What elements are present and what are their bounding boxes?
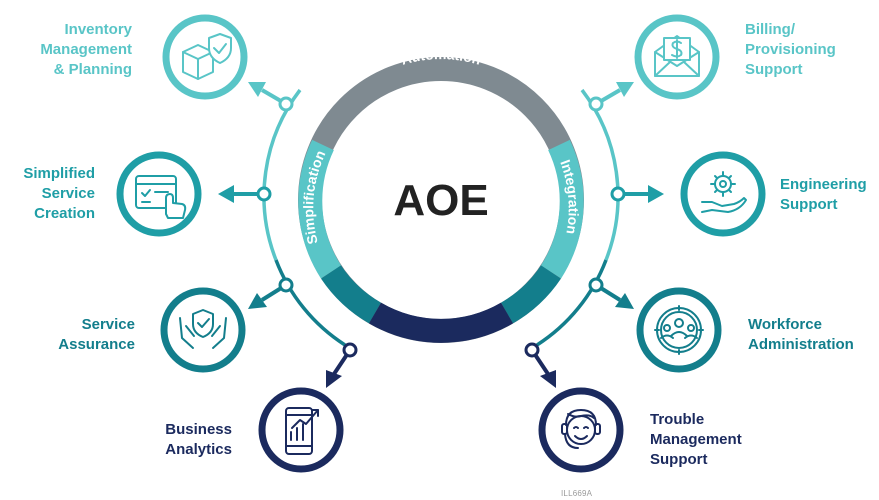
- ring-lower-left-segment: [321, 265, 382, 324]
- left-connector-arc-dark: [274, 259, 346, 347]
- center-title: AOE: [393, 176, 488, 225]
- right-connector-arc-light: [580, 88, 620, 261]
- ring: [298, 57, 584, 343]
- label-service-creation: Simplified Service Creation: [23, 165, 95, 222]
- node-dot-assurance: [278, 277, 294, 293]
- ring-simplification-segment: [298, 139, 342, 279]
- center-disc: [323, 82, 559, 318]
- node-dot-inventory: [278, 96, 294, 112]
- workforce-circle: [636, 287, 722, 373]
- illustration-code: ILL669A: [561, 489, 593, 498]
- node-dot-engineering: [610, 186, 626, 202]
- analytics-circle: [258, 387, 344, 473]
- arrowhead-inventory: [248, 82, 266, 97]
- label-billing: Billing/ Provisioning Support: [745, 21, 836, 78]
- assurance-circle: [160, 287, 246, 373]
- arrowhead-engineering: [648, 185, 664, 203]
- left-connector-arc-light: [262, 88, 302, 261]
- ring-lower-right-segment: [500, 265, 561, 324]
- arrowhead-billing: [616, 82, 634, 97]
- trouble-circle: [538, 387, 624, 473]
- inventory-circle: [162, 14, 248, 100]
- label-trouble: Trouble Management Support: [650, 411, 742, 468]
- node-dot-trouble: [524, 342, 540, 358]
- envelope-dollar-icon: [654, 35, 700, 77]
- node-dot-analytics: [342, 342, 358, 358]
- right-connector-arc-dark: [536, 259, 608, 347]
- node-dot-service-creation: [256, 186, 272, 202]
- label-analytics: Business Analytics: [165, 421, 232, 458]
- team-gear-icon: [654, 305, 704, 355]
- touch-screen-icon: [135, 175, 187, 219]
- hand-gear-icon: [701, 171, 747, 213]
- hands-shield-icon: [179, 309, 227, 349]
- arrowhead-service-creation: [218, 185, 234, 203]
- arrowhead-trouble: [540, 370, 556, 388]
- phone-chart-icon: [285, 407, 319, 455]
- label-engineering: Engineering Support: [780, 176, 867, 213]
- label-workforce: Workforce Administration: [748, 316, 854, 353]
- node-dot-workforce: [588, 277, 604, 293]
- label-inventory: Inventory Management & Planning: [40, 21, 132, 78]
- ring-bottom-segment: [368, 302, 514, 343]
- left-arrows: [218, 82, 358, 388]
- arrowhead-assurance: [248, 293, 267, 309]
- arrowhead-analytics: [326, 370, 342, 388]
- arrowhead-workforce: [615, 293, 634, 309]
- headset-agent-icon: [561, 409, 601, 449]
- service-creation-circle: [116, 151, 202, 237]
- node-dot-billing: [588, 96, 604, 112]
- ring-integration-segment: [540, 139, 584, 279]
- label-assurance: Service Assurance: [58, 316, 135, 353]
- right-arrows: [524, 82, 664, 388]
- ring-label-automation: Automation: [399, 46, 483, 68]
- box-shield-icon: [182, 33, 232, 80]
